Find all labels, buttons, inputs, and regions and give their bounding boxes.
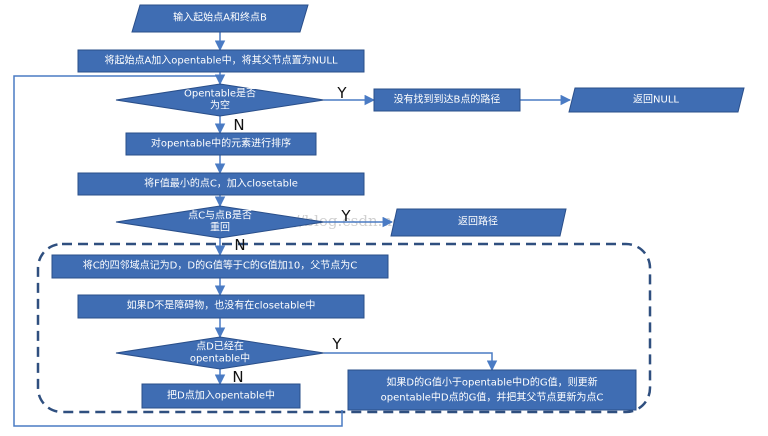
update-text-1: 如果D的G值小于opentable中D的G值，则更新 [386,376,597,389]
label-yes-empty: Y [336,84,347,102]
sort-text: 对opentable中的元素进行排序 [151,137,291,150]
return-path-text: 返回路径 [458,215,498,228]
empty-check-text-1: Opentable是否 [184,88,256,100]
node-update [347,369,637,411]
node-add-open [141,383,301,409]
label-yes-inopen: Y [331,335,342,353]
in-open-check-text-1: 点D已经在 [196,340,244,353]
reach-check-text-2: 重回 [210,221,230,234]
node-pick-min [77,172,365,196]
empty-check-text-2: 为空 [210,99,230,112]
obstacle-check-text: 如果D不是障碍物，也没有在closetable中 [127,299,316,312]
pick-min-text: 将F值最小的点C，加入closetable [144,177,298,190]
node-not-found [373,88,521,112]
node-in-open-check [115,336,325,370]
not-found-text: 没有找到到达B点的路径 [394,93,501,106]
edge-inopen-update [324,352,498,372]
node-start [131,4,309,33]
init-text: 将起始点A加入opentable中，将其父节点置为NULL [104,54,337,67]
in-open-check-text-2: opentable中 [190,352,250,365]
node-return-path [390,208,567,237]
node-reach-check [115,205,325,239]
add-open-text: 把D点加入opentable中 [167,389,275,402]
node-neighbors [51,254,389,279]
label-no-inopen: N [232,368,243,386]
label-no-empty: N [233,116,244,134]
node-sort [125,132,317,156]
edge-loop-back [13,75,343,427]
node-return-null [568,87,745,113]
label-yes-reach: Y [340,207,351,225]
update-text-2: opentable中D点的G值，并把其父节点更新为点C [381,391,604,404]
return-null-text: 返回NULL [633,94,679,106]
reach-check-text-1: 点C与点B是否 [188,210,252,222]
loop-region [36,242,652,414]
start-text: 输入起始点A和终点B [173,11,267,24]
node-init [77,49,365,73]
node-obstacle-check [77,294,365,319]
label-no-reach: N [234,236,245,254]
node-empty-check [115,83,325,117]
neighbors-text: 将C的四邻域点记为D，D的G值等于C的G值加10，父节点为C [83,259,358,272]
